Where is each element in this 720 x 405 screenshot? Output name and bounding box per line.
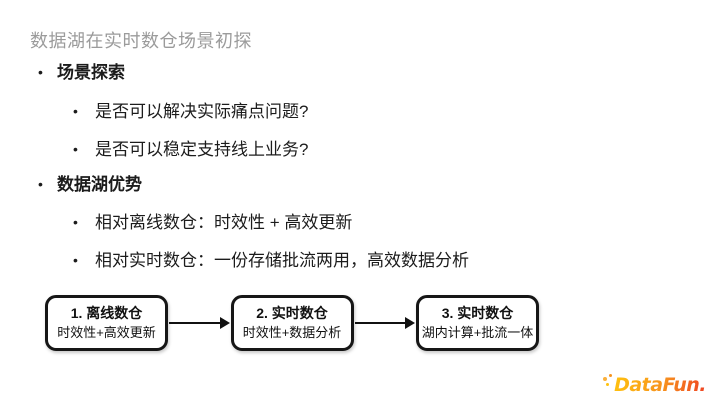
bullet-item-scene-exploration: • 场景探索 bbox=[38, 62, 125, 83]
flow-node-realtime-dw: 2. 实时数仓 时效性+数据分析 bbox=[230, 295, 354, 351]
node-subtitle: 时效性+数据分析 bbox=[242, 324, 342, 340]
node-subtitle: 湖内计算+批流一体 bbox=[421, 324, 534, 340]
bullet-dot: • bbox=[73, 141, 78, 157]
bullet-text: 场景探索 bbox=[57, 63, 125, 82]
flow-node-offline-dw: 1. 离线数仓 时效性+高效更新 bbox=[45, 295, 168, 351]
bullet-text: 相对离线数仓：时效性 + 高效更新 bbox=[95, 213, 353, 232]
datafun-logo-text: DataFun. bbox=[614, 374, 706, 396]
bullet-item-vs-offline-dw: • 相对离线数仓：时效性 + 高效更新 bbox=[73, 212, 352, 233]
datafun-logo: DataFun. bbox=[603, 374, 706, 396]
sparkle-icon bbox=[603, 374, 614, 392]
node-subtitle: 时效性+高效更新 bbox=[57, 324, 156, 340]
flow-diagram: 1. 离线数仓 时效性+高效更新 2. 实时数仓 时效性+数据分析 3. 实时数… bbox=[45, 295, 539, 351]
arrow-shaft bbox=[169, 322, 222, 324]
bullet-item-pain-points: • 是否可以解决实际痛点问题? bbox=[73, 101, 308, 122]
bullet-dot: • bbox=[73, 252, 78, 268]
arrow-head bbox=[405, 317, 415, 329]
bullet-text: 是否可以解决实际痛点问题? bbox=[95, 102, 309, 121]
bullet-dot: • bbox=[73, 103, 78, 119]
node-title: 1. 离线数仓 bbox=[70, 305, 143, 322]
bullet-item-vs-realtime-dw: • 相对实时数仓：一份存储批流两用，高效数据分析 bbox=[73, 250, 469, 271]
bullet-item-online-business: • 是否可以稳定支持线上业务? bbox=[73, 139, 308, 160]
node-title: 3. 实时数仓 bbox=[441, 305, 514, 322]
bullet-dot: • bbox=[73, 214, 78, 230]
bullet-dot: • bbox=[38, 176, 43, 192]
arrow-head bbox=[219, 317, 230, 329]
bullet-text: 相对实时数仓：一份存储批流两用，高效数据分析 bbox=[95, 251, 469, 270]
arrow-shaft bbox=[354, 322, 407, 324]
bullet-text: 数据湖优势 bbox=[57, 175, 142, 194]
flow-node-realtime-lake-dw: 3. 实时数仓 湖内计算+批流一体 bbox=[416, 295, 539, 351]
bullet-item-datalake-advantages: • 数据湖优势 bbox=[38, 174, 142, 195]
bullet-text: 是否可以稳定支持线上业务? bbox=[95, 140, 309, 159]
slide-title: 数据湖在实时数仓场景初探 bbox=[30, 31, 252, 51]
node-title: 2. 实时数仓 bbox=[256, 305, 328, 322]
bullet-dot: • bbox=[38, 64, 43, 80]
